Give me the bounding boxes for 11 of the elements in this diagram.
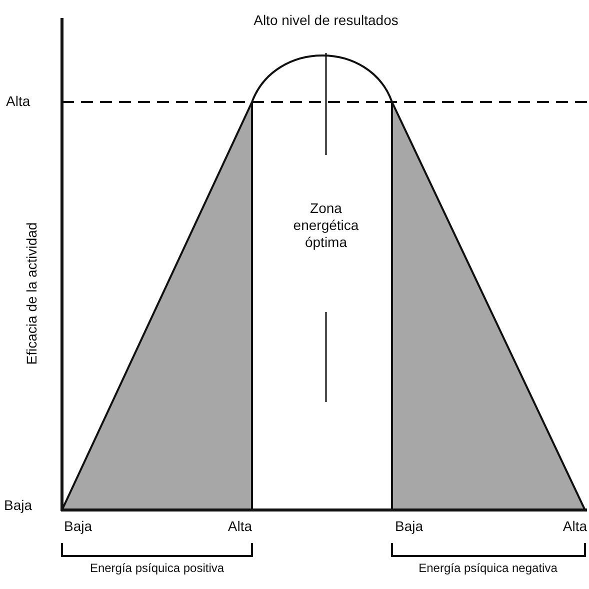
axis-tick-label: Baja <box>64 518 92 535</box>
bracket-caption: Energía psíquica positiva <box>88 562 226 575</box>
axis-tick-label: Alta <box>562 518 587 535</box>
axis-tick-label: Baja <box>395 518 424 535</box>
axis-tick-label: Baja <box>4 497 32 514</box>
annotation-label: Alto nivel de resultados <box>252 12 400 29</box>
axis-tick-label: Alta <box>6 93 30 110</box>
zone-label: Zona energética óptima <box>292 200 360 251</box>
bracket-caption: Energía psíquica negativa <box>418 562 558 575</box>
axis-label: Eficacia de la actividad <box>24 221 40 367</box>
axis-tick-label: Alta <box>226 518 252 535</box>
